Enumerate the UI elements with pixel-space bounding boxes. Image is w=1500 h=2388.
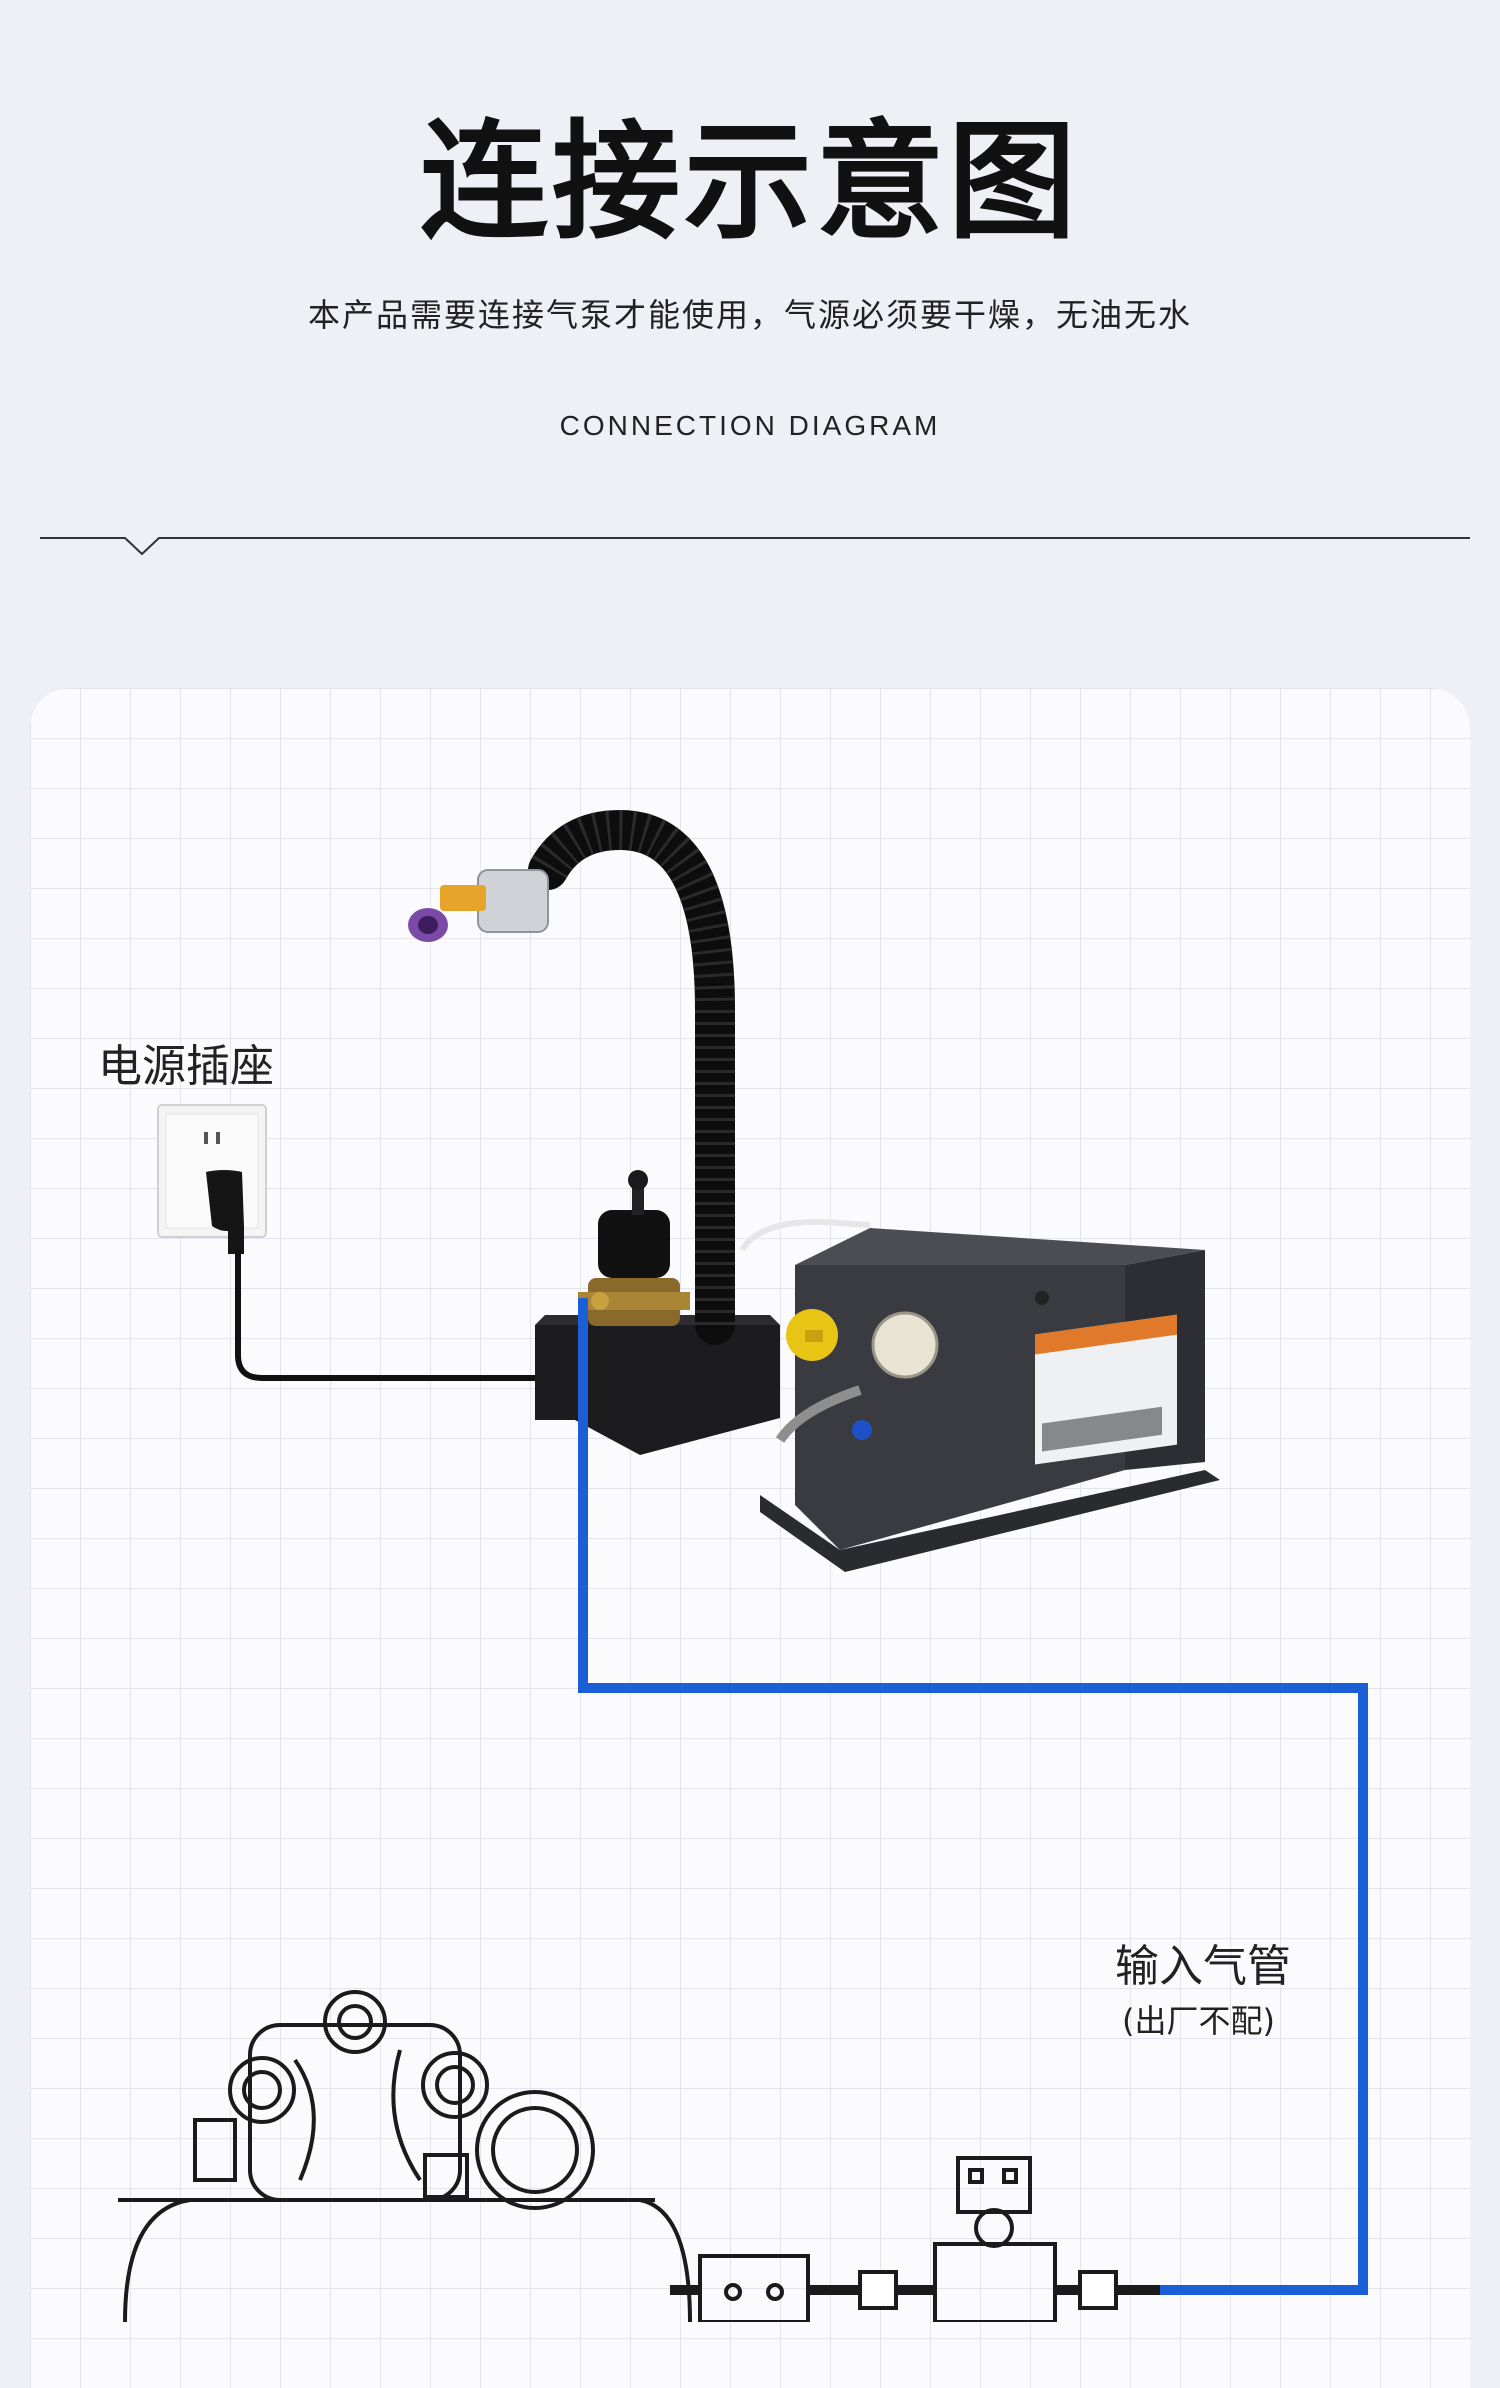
- connection-diagram: [118, 809, 1368, 2322]
- power-plug-icon: [206, 1170, 244, 1254]
- power-cord: [235, 1250, 540, 1381]
- page-subtitle-english: CONNECTION DIAGRAM: [559, 410, 941, 441]
- high-voltage-power-supply: [760, 1228, 1220, 1572]
- gooseneck-hose: [528, 809, 735, 1345]
- air-nozzle: [408, 869, 549, 942]
- page-title: 连接示意图: [419, 108, 1080, 257]
- air-filter-regulator-icon: [670, 2156, 1160, 2322]
- page-subtitle: 本产品需要连接气泵才能使用，气源必须要干燥，无油无水: [307, 296, 1192, 334]
- power-socket-label: 电源插座: [98, 1041, 274, 1092]
- section-divider: [40, 537, 1470, 556]
- air-tube-line: [578, 1298, 1368, 2295]
- air-compressor-icon: [118, 1990, 692, 2322]
- solenoid-valve: [578, 1170, 690, 1326]
- air-tube-note: (出厂不配): [1122, 2002, 1275, 2040]
- air-tube-label: 输入气管: [1115, 1941, 1291, 1992]
- ionizer-base: [535, 1315, 780, 1455]
